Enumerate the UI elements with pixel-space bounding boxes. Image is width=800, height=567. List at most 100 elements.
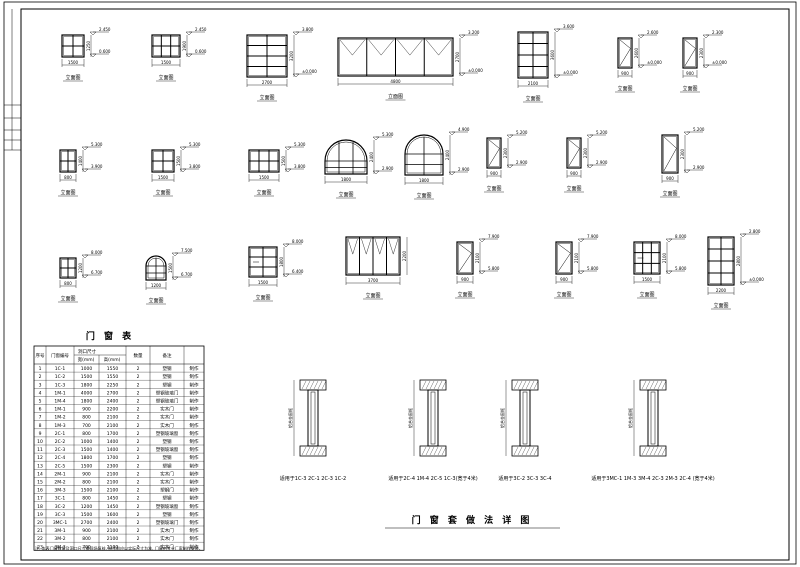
table-cell: 800	[82, 415, 91, 421]
level-marker	[553, 28, 561, 33]
table-cell: 8	[39, 423, 42, 429]
table-cell: 制作	[190, 535, 199, 542]
detail-side-text: 铝合金窗框	[407, 408, 413, 428]
table-cell: 2	[137, 488, 140, 494]
hatch	[525, 446, 531, 456]
hatch	[641, 380, 647, 390]
frame-profile	[427, 389, 439, 447]
table-cell: 2	[137, 423, 140, 429]
table-header: 宽(mm)	[78, 356, 95, 363]
elevation-caption: 立面图	[158, 74, 173, 81]
level-label: 3.600	[563, 24, 575, 29]
table-cell: 3M-2	[54, 536, 65, 542]
height-dimension: 1800	[279, 256, 284, 267]
table-cell: 2	[137, 504, 140, 510]
level-label: 3.800	[302, 27, 314, 32]
level-marker	[171, 252, 179, 257]
table-cell: 实木门	[160, 414, 174, 421]
table-cell: 塑钢玻璃门	[156, 519, 179, 526]
table-cell: 1500	[81, 447, 93, 453]
table-cell: 制作	[190, 446, 199, 453]
height-dimension: 2600	[634, 47, 639, 58]
table-cell: 2M-2	[54, 480, 65, 486]
table-cell: 1550	[107, 374, 119, 380]
hatch	[425, 446, 431, 456]
hatch	[661, 446, 667, 456]
table-cell: 2	[137, 520, 140, 526]
title-strip	[4, 9, 21, 151]
width-dimension: 1200	[151, 283, 162, 288]
hatch	[309, 380, 315, 390]
window-sash	[635, 243, 659, 273]
hatch	[317, 446, 323, 456]
table-cell: 实木门	[160, 543, 174, 550]
hatch	[425, 380, 431, 390]
swing-mark	[557, 243, 571, 273]
table-cell: 2C-1	[55, 431, 66, 437]
table-cell: 2M-1	[54, 471, 65, 477]
hatch	[641, 446, 647, 456]
table-cell: 23	[37, 544, 43, 550]
level-marker	[179, 146, 187, 151]
width-dimension: 1800	[419, 178, 430, 183]
window-frame	[617, 37, 633, 69]
elevation-caption: 立面图	[713, 302, 728, 309]
table-cell: 1	[39, 366, 42, 372]
table-cell: 2100	[107, 471, 119, 477]
level-marker	[81, 254, 89, 259]
detail-side-text: 铝合金窗框	[499, 408, 505, 428]
level-label: 6.700	[181, 272, 193, 277]
level-label: 3.200	[468, 30, 480, 35]
elevation-caption: 立面图	[60, 189, 75, 196]
level-label: ±0.000	[302, 69, 317, 74]
table-cell: 900	[82, 407, 91, 413]
table-cell: 18	[37, 504, 43, 510]
glazing-line	[310, 391, 316, 445]
elevation-caption: 立面图	[148, 297, 163, 304]
table-cell: 实木门	[160, 479, 174, 486]
table-cell: 2100	[107, 544, 119, 550]
hatch	[517, 380, 523, 390]
table-cell: 16	[37, 488, 43, 494]
level-label: 5.300	[91, 142, 103, 147]
table-cell: 塑钢门	[160, 487, 174, 494]
table-cell: 2	[137, 471, 140, 477]
table-cell: 1M-2	[54, 415, 65, 421]
table-cell: 1C-1	[55, 366, 66, 372]
hatch	[437, 380, 443, 390]
width-dimension: 900	[570, 171, 578, 176]
level-label: 7.900	[587, 234, 599, 239]
table-cell: 制作	[190, 479, 199, 486]
hatch	[645, 446, 651, 456]
table-cell: 2250	[107, 382, 119, 388]
glazing-line	[650, 391, 656, 445]
level-label: 5.200	[693, 127, 705, 132]
table-cell: 1200	[81, 504, 93, 510]
table-cell: 实木门	[160, 535, 174, 542]
table-cell: 700	[82, 423, 91, 429]
elevation-caption: 立面图	[155, 189, 170, 196]
swing-mark	[426, 39, 452, 56]
table-cell: 2C-3	[55, 447, 66, 453]
table-cell: 3C-2	[55, 504, 66, 510]
width-dimension: 1500	[258, 280, 269, 285]
hatch	[517, 446, 523, 456]
table-cell: 制作	[190, 503, 199, 510]
level-label: 5.300	[294, 142, 306, 147]
level-marker	[81, 146, 89, 151]
table-cell: 11	[37, 447, 43, 453]
table-header: 数量	[134, 352, 143, 359]
width-dimension: 1500	[161, 60, 172, 65]
table-cell: 2100	[107, 480, 119, 486]
elevation-caption: 立面图	[65, 74, 80, 81]
